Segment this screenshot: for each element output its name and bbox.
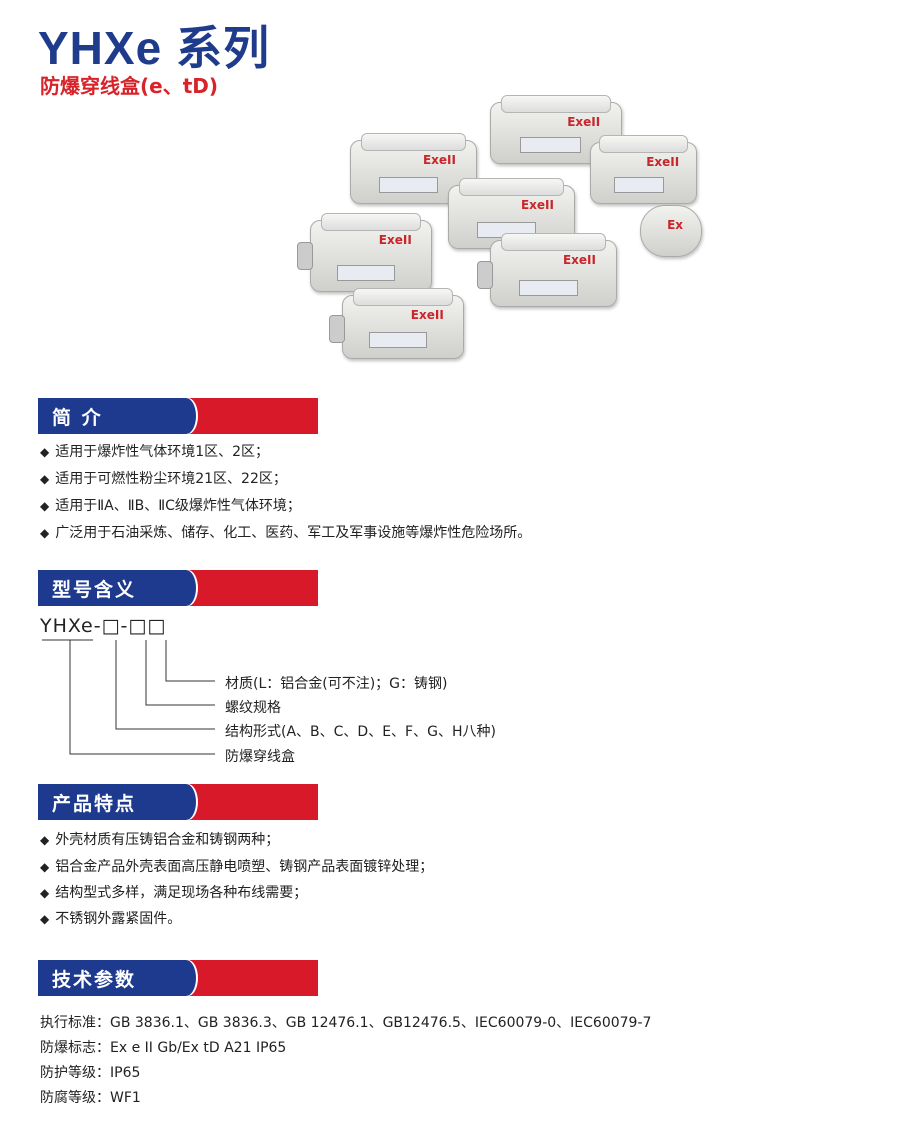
product-image: ExeII ExeII ExeII ExeII ExeII Ex ExeII E… <box>290 90 702 380</box>
section-header-specs: 技术参数 <box>38 960 318 996</box>
list-item: ◆外壳材质有压铸铝合金和铸钢两种； <box>40 832 280 848</box>
page-title: YHXe 系列 <box>38 22 270 74</box>
junction-box: ExeII <box>477 233 617 307</box>
junction-box: ExeII <box>590 135 697 204</box>
junction-box: ExeII <box>490 95 622 164</box>
section-header-features: 产品特点 <box>38 784 318 820</box>
list-item: ◆适用于可燃性粉尘环境21区、22区； <box>40 471 287 487</box>
list-item: ◆广泛用于石油采炼、储存、化工、医药、军工及军事设施等爆炸性危险场所。 <box>40 525 532 541</box>
section-header-model: 型号含义 <box>38 570 318 606</box>
spec-row: 执行标准：GB 3836.1、GB 3836.3、GB 12476.1、GB12… <box>40 1015 652 1031</box>
list-item: ◆结构型式多样，满足现场各种布线需要； <box>40 885 308 901</box>
junction-box: Ex <box>640 205 702 257</box>
model-legend-structure: 结构形式(A、B、C、D、E、F、G、H八种) <box>225 724 496 740</box>
model-legend-product: 防爆穿线盒 <box>225 749 295 765</box>
section-header-intro: 简 介 <box>38 398 318 434</box>
list-item: ◆适用于爆炸性气体环境1区、2区； <box>40 444 270 460</box>
model-legend-material: 材质(L：铝合金(可不注)；G：铸钢) <box>225 676 448 692</box>
list-item: ◆铝合金产品外壳表面高压静电喷塑、铸钢产品表面镀锌处理； <box>40 859 434 875</box>
page-subtitle: 防爆穿线盒(e、tD) <box>40 74 219 98</box>
list-item: ◆适用于ⅡA、ⅡB、ⅡC级爆炸性气体环境； <box>40 498 301 514</box>
spec-row: 防腐等级：WF1 <box>40 1090 141 1106</box>
spec-row: 防爆标志：Ex e II Gb/Ex tD A21 IP65 <box>40 1040 287 1056</box>
junction-box: ExeII <box>297 213 432 292</box>
model-code: YHXe-□-□□ <box>40 615 167 637</box>
list-item: ◆不锈钢外露紧固件。 <box>40 911 182 927</box>
junction-box: ExeII <box>329 288 464 359</box>
spec-row: 防护等级：IP65 <box>40 1065 141 1081</box>
model-legend-thread: 螺纹规格 <box>225 700 281 716</box>
